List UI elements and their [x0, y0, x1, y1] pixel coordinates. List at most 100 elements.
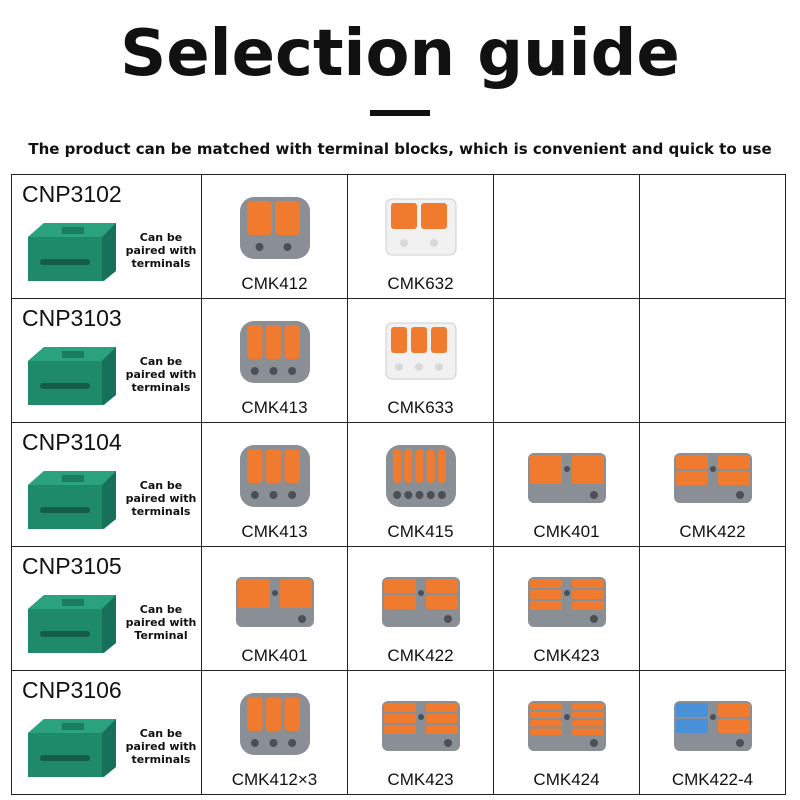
empty-cell: [639, 546, 786, 671]
cover-image: [28, 223, 116, 281]
wire-hole: [288, 491, 297, 499]
wire-hole: [590, 491, 598, 499]
lever-left: [384, 579, 416, 593]
terminal-label: CMK422: [679, 522, 746, 541]
cover-logo-mark: [62, 599, 84, 606]
lever-left: [384, 595, 416, 609]
lever-left: [384, 725, 416, 734]
wire-hole: [444, 615, 452, 623]
lever-left: [530, 728, 562, 735]
terminal-image: [240, 321, 310, 383]
cover-side: [102, 471, 116, 529]
terminal-cell: CMK401: [201, 546, 348, 671]
empty-cell: [639, 298, 786, 423]
cover-slot: [40, 631, 90, 637]
wire-hole: [395, 363, 403, 371]
terminal-image: [382, 701, 460, 751]
terminal-cell: CMK423: [493, 546, 640, 671]
pair-text-line: paired with: [125, 616, 197, 629]
wire-hole: [288, 367, 297, 375]
lever: [421, 203, 447, 229]
cover-image: [28, 595, 116, 653]
lever-left: [530, 601, 562, 610]
wire-hole: [283, 243, 292, 251]
wire-hole: [288, 739, 297, 747]
lever: [247, 325, 263, 359]
terminal-cell: CMK413: [201, 422, 348, 547]
wire-hole: [430, 239, 438, 247]
wire-hole: [435, 363, 443, 371]
lever: [391, 203, 417, 229]
terminal-label: CMK424: [533, 770, 600, 789]
lever: [415, 449, 424, 483]
terminal-image: [386, 445, 456, 507]
wire-hole: [393, 491, 402, 499]
pair-text-line: terminals: [131, 257, 191, 270]
wire-hole: [298, 615, 306, 623]
lever: [284, 449, 300, 483]
lever-right: [718, 703, 750, 717]
cover-model-name: CNP3105: [22, 553, 122, 579]
lever: [265, 325, 282, 359]
cover-image: [28, 471, 116, 529]
pair-text-line: Can be: [139, 355, 183, 368]
cover-slot: [40, 259, 90, 265]
terminal-cell: CMK633: [347, 298, 494, 423]
lever-left: [530, 720, 562, 727]
terminal-cell: CMK632: [347, 174, 494, 299]
terminal-image: [528, 577, 606, 627]
terminal-image: [385, 198, 457, 256]
lever: [247, 697, 263, 731]
lever: [247, 449, 263, 483]
wire-hole: [736, 739, 744, 747]
terminal-label: CMK422: [387, 646, 454, 665]
cover-image: [28, 347, 116, 405]
cover-slot: [40, 383, 90, 389]
lever-left: [676, 455, 708, 469]
pair-text-line: terminals: [131, 381, 191, 394]
lever: [284, 325, 300, 359]
cover-body: [28, 347, 116, 405]
wire-hole: [444, 739, 452, 747]
wire-hole: [269, 491, 278, 499]
terminal-label: CMK401: [533, 522, 600, 541]
lever-left: [530, 703, 562, 710]
lever-right: [426, 595, 458, 609]
title-underline: [370, 110, 430, 116]
lever-right: [426, 725, 458, 734]
cover-logo-mark: [62, 723, 84, 730]
wire-hole: [426, 491, 435, 499]
lever-right: [572, 455, 604, 484]
lever-right: [718, 455, 750, 469]
wire-hole: [590, 615, 598, 623]
wire-hole: [269, 367, 278, 375]
terminal-image: [240, 445, 310, 507]
test-hole: [564, 466, 570, 472]
lever-left: [676, 703, 708, 717]
pair-text-line: terminals: [131, 753, 191, 766]
lever-right: [572, 590, 604, 599]
lever-right: [572, 711, 604, 718]
terminal-label: CMK413: [241, 522, 308, 541]
terminal-cell: CMK415: [347, 422, 494, 547]
cover-logo-mark: [62, 227, 84, 234]
lever-right: [280, 579, 312, 608]
terminal-cell: CMK413: [201, 298, 348, 423]
terminal-label: CMK423: [387, 770, 454, 789]
test-hole: [564, 590, 570, 596]
wire-hole: [250, 367, 259, 375]
lever: [391, 327, 407, 353]
empty-cell: [493, 174, 640, 299]
terminal-cell: CMK401: [493, 422, 640, 547]
terminal-label: CMK412×3: [231, 770, 318, 789]
terminal-label: CMK413: [241, 398, 308, 417]
lever-right: [572, 579, 604, 588]
cover-slot: [40, 507, 90, 513]
terminal-cell: CMK424: [493, 670, 640, 795]
